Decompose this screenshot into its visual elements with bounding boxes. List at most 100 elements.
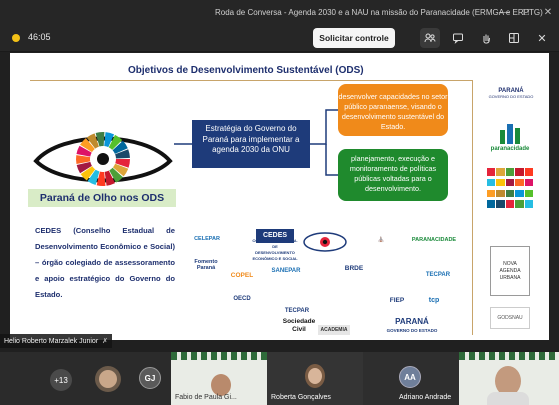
participant-name: Adriano Andrade — [399, 394, 452, 401]
paranacidade-mark-icon — [500, 124, 520, 144]
slide-sidebar: PARANÁ GOVERNO DO ESTADO paranacidade NO… — [478, 82, 540, 338]
ods-goal-tile — [515, 189, 524, 198]
ods-goal-tile — [487, 200, 496, 208]
close-window-icon[interactable]: ✕ — [543, 6, 553, 18]
avatar-initials: GJ — [139, 367, 161, 389]
capacity-box: desenvolver capacidades no setor público… — [338, 84, 448, 136]
book-line-2: AGENDA — [499, 267, 521, 274]
minimize-icon[interactable]: — — [499, 6, 509, 18]
people-icon[interactable] — [420, 28, 440, 48]
ods-label: Paraná de Olho nos ODS — [28, 189, 176, 207]
book-line-3: URBANA — [499, 274, 521, 281]
strategy-box: Estratégia do Governo do Paraná para imp… — [192, 120, 310, 168]
partner-logos: CELEPAR CEDES CONSELHO ESTADUAL DE DESEN… — [186, 229, 466, 337]
planning-box: planejamento, execução e monitoramento d… — [338, 149, 448, 201]
sidebar-paranacidade-label: paranacidade — [490, 146, 530, 152]
participant-tile-gj[interactable]: GJ — [131, 352, 171, 405]
more-participants-button[interactable]: +13 — [50, 369, 72, 391]
presenter-name: Helio Roberto Marzalek Junior — [4, 337, 99, 345]
cedes-logo-subtitle: CONSELHO ESTADUAL DE DESENVOLVIMENTO ECO… — [252, 238, 298, 261]
sanepar-logo: SANEPAR — [271, 268, 301, 274]
avatar-shirt — [487, 392, 529, 405]
sociedade-civil-label: Sociedade Civil — [282, 318, 316, 333]
presenter-name-tag: Helio Roberto Marzalek Junior ✗ — [0, 334, 113, 348]
paranacidade-logo: PARANACIDADE — [411, 237, 457, 243]
ods-goal-tile — [515, 200, 524, 208]
rooms-icon[interactable] — [504, 28, 524, 48]
mic-muted-icon: ✗ — [102, 338, 109, 345]
sidebar-parana-logo: PARANÁ GOVERNO DO ESTADO — [484, 88, 538, 114]
close-icon[interactable]: ✕ — [537, 32, 547, 45]
more-participants-tile[interactable]: +13 — [0, 352, 85, 405]
participant-tile-video[interactable] — [85, 352, 131, 405]
sdg-segment — [76, 145, 92, 157]
title-bar: Roda de Conversa - Agenda 2030 e a NAU n… — [0, 0, 559, 24]
sdg-segment — [112, 140, 128, 154]
sidebar-parana-title: PARANÁ — [498, 88, 524, 94]
oecd-logo: OECD — [233, 296, 251, 302]
request-control-button[interactable]: Solicitar controle — [313, 28, 395, 48]
sidebar-parana-subtitle: GOVERNO DO ESTADO — [488, 94, 534, 99]
sdg-segment — [87, 169, 100, 185]
slide-title: Objetivos de Desenvolvimento Sustentável… — [128, 65, 364, 76]
avatar-face — [99, 370, 117, 388]
avatar — [495, 366, 521, 396]
avatar-initials: AA — [399, 366, 421, 388]
ods-goal-tile — [524, 178, 533, 187]
sdg-segment — [86, 133, 99, 149]
sdg-segment — [112, 163, 129, 177]
academia-label: ACADEMIA — [318, 325, 350, 335]
ods-goal-tile — [505, 189, 515, 198]
sdg-segment — [95, 132, 105, 147]
ods-goal-tile — [487, 168, 496, 176]
participant-tile-presenter[interactable] — [459, 352, 559, 405]
ods-goal-tile — [496, 200, 505, 208]
participant-background-banner — [171, 352, 267, 360]
sdg-segment — [115, 159, 130, 168]
sdg-segment — [104, 132, 115, 148]
tecpar-logo-top: TECPAR — [425, 272, 451, 278]
ods-goal-tile — [505, 168, 515, 176]
sdg-segment — [80, 138, 95, 153]
ods-goal-tile — [524, 189, 533, 198]
raise-hand-icon[interactable] — [476, 28, 496, 48]
window-title: Roda de Conversa - Agenda 2030 e a NAU n… — [215, 8, 543, 17]
participant-tile-adriano[interactable]: AA Adriano Andrade — [363, 352, 459, 405]
sdg-segment — [108, 134, 123, 150]
participant-background-banner — [459, 352, 559, 360]
title-divider — [30, 80, 472, 81]
cedes-description: CEDES (Conselho Estadual de Desenvolvime… — [35, 226, 175, 299]
participant-tile-roberta[interactable]: Roberta Gonçalves — [267, 352, 363, 405]
recording-indicator-icon — [12, 34, 20, 42]
ods-goal-tile — [524, 168, 533, 176]
godsnau-logo: GODSNAU — [490, 307, 530, 329]
avatar-face — [308, 368, 322, 384]
sdg-segment — [109, 167, 123, 183]
brde-logo: BRDE — [344, 265, 364, 272]
participant-tile-fabio[interactable]: Fabio de Paula Gi... — [171, 352, 267, 405]
ods-eye-logo-icon — [303, 232, 347, 252]
ods-goal-tile — [505, 200, 515, 208]
parana-crest-icon: ⛪ — [377, 237, 385, 243]
fomento-logo: Fomento Paraná — [194, 259, 218, 271]
window-controls: — □ ✕ — [493, 0, 559, 24]
ods-goal-tile — [487, 189, 496, 198]
sdg-segment — [80, 166, 96, 181]
sdg-segment — [76, 155, 91, 164]
chat-icon[interactable] — [448, 28, 468, 48]
book-line-1: NOVA — [503, 260, 517, 267]
celepar-logo: CELEPAR — [194, 236, 220, 242]
ods-goal-tile — [524, 200, 533, 208]
tcp-logo: tcp — [428, 297, 440, 304]
maximize-icon[interactable]: □ — [522, 6, 530, 18]
participant-name: Roberta Gonçalves — [271, 394, 331, 401]
sdg-segment — [115, 149, 130, 159]
ods-goal-tile — [515, 168, 524, 176]
ods-goals-grid — [487, 168, 533, 210]
avatar — [211, 374, 231, 396]
sdg-segment — [104, 170, 116, 186]
cedes-logo: CEDES — [256, 229, 294, 243]
shared-screen: Objetivos de Desenvolvimento Sustentável… — [10, 53, 549, 340]
toolbar-icons: ✕ — [420, 28, 552, 48]
